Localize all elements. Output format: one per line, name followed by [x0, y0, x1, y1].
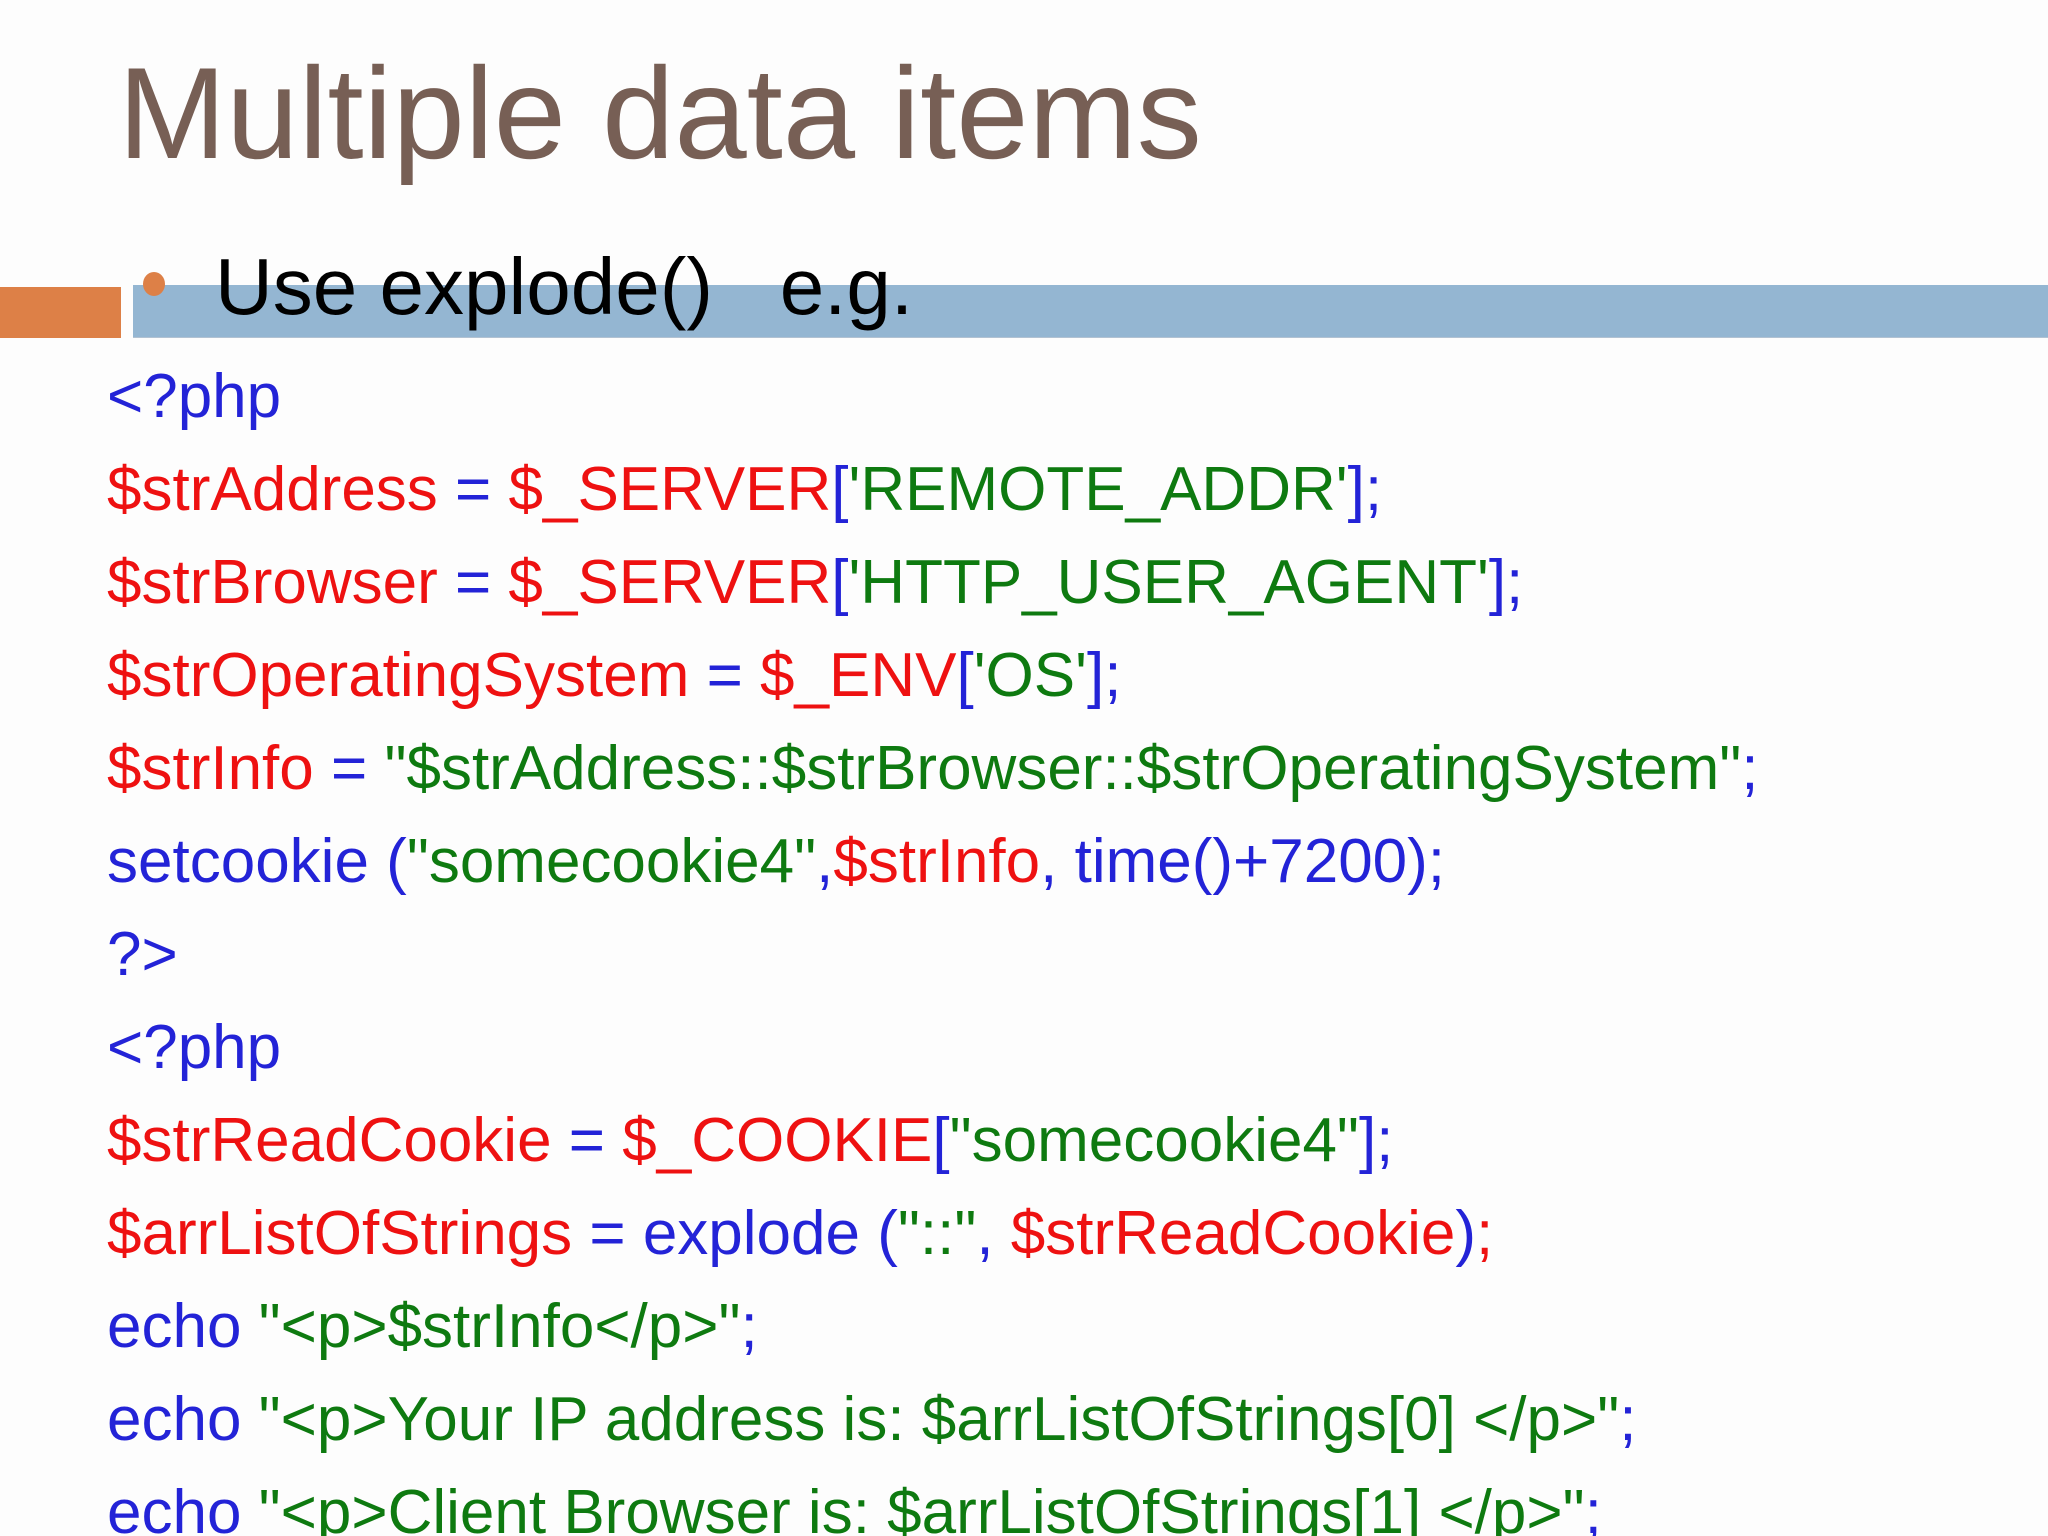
- code-line: echo "<p>Your IP address is: $arrListOfS…: [107, 1373, 1758, 1466]
- code-token: $strOperatingSystem: [107, 641, 690, 710]
- code-token: "<p>Client Browser is: $arrListOfStrings…: [258, 1478, 1585, 1536]
- code-token: $arrListOfStrings: [107, 1199, 573, 1268]
- code-token: setcookie (: [107, 827, 407, 896]
- code-token: "<p>Your IP address is: $arrListOfString…: [258, 1385, 1620, 1454]
- code-line: $strReadCookie = $_COOKIE["somecookie4"]…: [107, 1094, 1758, 1187]
- code-line: $strOperatingSystem = $_ENV['OS'];: [107, 629, 1758, 722]
- code-token: = explode (: [572, 1199, 898, 1268]
- code-token: ;: [1476, 1199, 1494, 1268]
- code-token: echo: [107, 1385, 259, 1454]
- bullet-highlight-bar: [133, 285, 2048, 338]
- code-token: ;: [1584, 1478, 1602, 1536]
- code-token: =: [689, 641, 761, 710]
- code-token: [: [831, 548, 849, 617]
- code-line: setcookie ("somecookie4",$strInfo, time(…: [107, 815, 1758, 908]
- code-token: ;: [1619, 1385, 1637, 1454]
- code-token: ,: [976, 1199, 1011, 1268]
- code-token: $_COOKIE: [622, 1106, 933, 1175]
- code-line: echo "<p>Client Browser is: $arrListOfSt…: [107, 1466, 1758, 1536]
- code-token: ];: [1488, 548, 1524, 617]
- code-token: [: [831, 455, 849, 524]
- code-token: 'HTTP_USER_AGENT': [848, 548, 1489, 617]
- code-token: ?>: [107, 920, 178, 989]
- code-token: $_ENV: [760, 641, 957, 710]
- code-token: $_SERVER: [508, 455, 832, 524]
- code-token: , time()+7200);: [1040, 827, 1446, 896]
- code-token: $strReadCookie: [107, 1106, 552, 1175]
- code-token: $_SERVER: [508, 548, 832, 617]
- code-token: "somecookie4": [949, 1106, 1359, 1175]
- code-line: $arrListOfStrings = explode ("::", $strR…: [107, 1187, 1758, 1280]
- code-line: ?>: [107, 908, 1758, 1001]
- code-line: $strInfo = "$strAddress::$strBrowser::$s…: [107, 722, 1758, 815]
- code-token: [: [932, 1106, 950, 1175]
- code-token: ;: [1741, 734, 1759, 803]
- code-token: =: [437, 548, 509, 617]
- code-token: $strBrowser: [107, 548, 438, 617]
- code-token: [: [956, 641, 974, 710]
- code-token: ): [1455, 1199, 1477, 1268]
- code-token: ,: [816, 827, 834, 896]
- code-token: echo: [107, 1478, 259, 1536]
- code-token: =: [551, 1106, 623, 1175]
- code-line: $strAddress = $_SERVER['REMOTE_ADDR'];: [107, 443, 1758, 536]
- code-line: $strBrowser = $_SERVER['HTTP_USER_AGENT'…: [107, 536, 1758, 629]
- bullet-dot-icon: [143, 272, 165, 296]
- code-line: <?php: [107, 1001, 1758, 1094]
- code-token: "::": [897, 1199, 977, 1268]
- code-token: 'REMOTE_ADDR': [848, 455, 1348, 524]
- code-line: <?php: [107, 350, 1758, 443]
- code-token: ];: [1358, 1106, 1394, 1175]
- code-token: ];: [1086, 641, 1122, 710]
- code-token: <?php: [107, 1013, 282, 1082]
- php-code-block: <?php$strAddress = $_SERVER['REMOTE_ADDR…: [107, 350, 1758, 1536]
- code-token: <?php: [107, 362, 282, 431]
- code-line: echo "<p>$strInfo</p>";: [107, 1280, 1758, 1373]
- left-accent-rectangle: [0, 287, 121, 338]
- code-token: ];: [1347, 455, 1383, 524]
- code-token: $strAddress: [107, 455, 438, 524]
- code-token: "somecookie4": [406, 827, 817, 896]
- code-token: echo: [107, 1292, 259, 1361]
- bullet-text: Use explode() e.g.: [215, 242, 914, 331]
- code-token: $strInfo: [833, 827, 1041, 896]
- code-token: $strReadCookie: [1010, 1199, 1456, 1268]
- code-token: =: [313, 734, 385, 803]
- code-token: 'OS': [973, 641, 1087, 710]
- code-token: ;: [740, 1292, 758, 1361]
- code-token: "<p>$strInfo</p>": [258, 1292, 741, 1361]
- slide-title: Multiple data items: [118, 40, 1202, 186]
- code-token: $strInfo: [107, 734, 314, 803]
- code-token: =: [437, 455, 509, 524]
- code-token: "$strAddress::$strBrowser::$strOperating…: [384, 734, 1742, 803]
